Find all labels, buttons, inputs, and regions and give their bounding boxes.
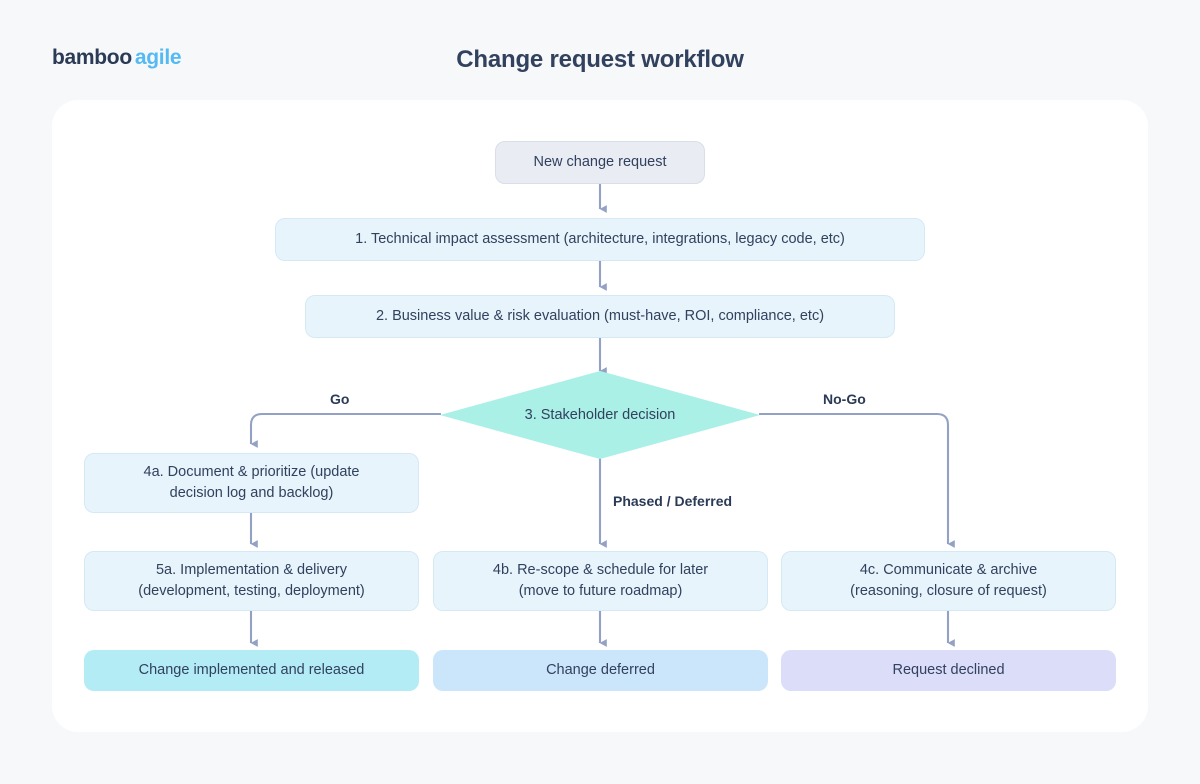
node-step-4a-document-prioritize[interactable]: 4a. Document & prioritize (update decisi… bbox=[84, 453, 419, 513]
node-result-change-implemented[interactable]: Change implemented and released bbox=[84, 650, 419, 691]
logo-text-agile: agile bbox=[134, 46, 182, 69]
node-step-3-stakeholder-decision[interactable]: 3. Stakeholder decision bbox=[440, 371, 760, 459]
edge-label-no-go: No-Go bbox=[823, 391, 866, 407]
node-step-5a-implementation-delivery[interactable]: 5a. Implementation & delivery (developme… bbox=[84, 551, 419, 611]
node-decision-label: 3. Stakeholder decision bbox=[524, 407, 676, 423]
node-result-request-declined[interactable]: Request declined bbox=[781, 650, 1116, 691]
node-step-4c-communicate-archive[interactable]: 4c. Communicate & archive (reasoning, cl… bbox=[781, 551, 1116, 611]
page-title: Change request workflow bbox=[456, 46, 744, 73]
node-step-2-business-value-risk-evaluation[interactable]: 2. Business value & risk evaluation (mus… bbox=[305, 295, 895, 338]
node-step-1-technical-impact-assessment[interactable]: 1. Technical impact assessment (architec… bbox=[275, 218, 925, 261]
node-step-4b-rescope-schedule[interactable]: 4b. Re-scope & schedule for later (move … bbox=[433, 551, 768, 611]
node-new-change-request[interactable]: New change request bbox=[495, 141, 705, 184]
edge-label-go: Go bbox=[330, 391, 350, 407]
node-result-change-deferred[interactable]: Change deferred bbox=[433, 650, 768, 691]
logo-text-bamboo: bamboo bbox=[52, 46, 132, 69]
edge-label-phased-deferred: Phased / Deferred bbox=[613, 493, 733, 509]
